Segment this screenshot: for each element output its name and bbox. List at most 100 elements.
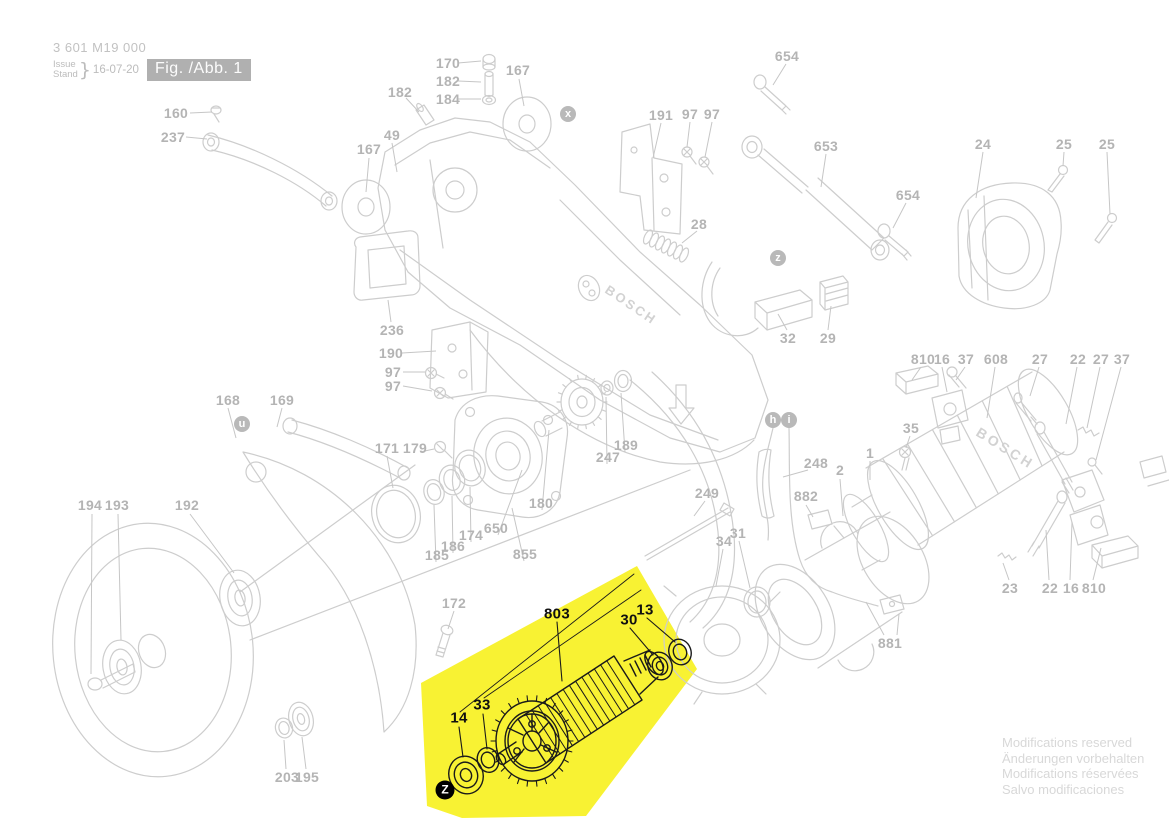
part-label-810: 810 — [1081, 580, 1107, 596]
part-label-184: 184 — [435, 91, 461, 107]
part-label-650: 650 — [483, 520, 509, 536]
part-label-186: 186 — [440, 538, 466, 554]
part-label-881: 881 — [877, 635, 903, 651]
part-label-182: 182 — [435, 73, 461, 89]
issue-stand-label: Issue Stand — [53, 59, 78, 80]
part-label-24: 24 — [974, 136, 992, 152]
part-label-35: 35 — [902, 420, 920, 436]
part-label-191: 191 — [648, 107, 674, 123]
part-label-1: 1 — [865, 445, 875, 461]
motor-assembly — [842, 368, 1079, 571]
part-label-192: 192 — [174, 497, 200, 513]
part-label-16: 16 — [933, 351, 951, 367]
saw-blade — [52, 522, 314, 778]
part-label-16: 16 — [1062, 580, 1080, 596]
view-marker-x: x — [560, 106, 576, 122]
part-label-172: 172 — [441, 595, 467, 611]
bosch-logo-arm: BOSCH — [577, 274, 660, 328]
brush-parts-left — [895, 365, 969, 471]
part-label-203: 203 — [274, 769, 300, 785]
bracket-190 — [424, 321, 489, 400]
part-label-25: 25 — [1098, 136, 1116, 152]
part-label-160: 160 — [163, 105, 189, 121]
brush-parts-right — [997, 392, 1169, 569]
part-label-193: 193 — [104, 497, 130, 513]
ring-gear-teeth — [490, 695, 574, 787]
lever-237 — [202, 105, 338, 211]
blade-guard-168 — [242, 417, 417, 733]
fasteners-170-182-184 — [415, 53, 497, 126]
part-label-236: 236 — [379, 322, 405, 338]
part-label-174: 174 — [458, 527, 484, 543]
part-label-167: 167 — [356, 141, 382, 157]
motor-cap-24 — [957, 164, 1118, 310]
part-label-30: 30 — [620, 611, 638, 629]
washer-167-left — [341, 179, 391, 235]
part-label-34: 34 — [715, 533, 733, 549]
part-label-882: 882 — [793, 488, 819, 504]
saw-arm-housing — [239, 117, 769, 641]
view-marker-Z: Z — [435, 780, 455, 800]
leader-lines — [90, 60, 1122, 770]
view-marker-h: h — [765, 412, 781, 428]
notice-line: Modifications reserved — [1002, 735, 1133, 750]
catalog-number: 3 601 M19 000 — [53, 40, 147, 55]
issue-date: 16-07-20 — [92, 64, 139, 76]
part-label-37: 37 — [957, 351, 975, 367]
mount-plate-236 — [353, 230, 421, 301]
part-label-180: 180 — [528, 495, 554, 511]
part-label-803: 803 — [544, 605, 570, 623]
part-label-97: 97 — [384, 378, 402, 394]
part-label-189: 189 — [613, 437, 639, 453]
modifications-notice: Modifications reserved Änderungen vorbeh… — [1002, 735, 1144, 797]
part-label-170: 170 — [435, 55, 461, 71]
part-label-195: 195 — [294, 769, 320, 785]
part-label-37: 37 — [1113, 351, 1131, 367]
part-label-32: 32 — [779, 330, 797, 346]
washer-167-top — [502, 96, 552, 152]
part-label-167: 167 — [505, 62, 531, 78]
part-label-608: 608 — [983, 351, 1009, 367]
stator-2 — [754, 511, 930, 672]
figure-label: Fig. /Abb. 1 — [146, 59, 251, 81]
issue-brace: } — [78, 59, 91, 81]
part-label-27: 27 — [1031, 351, 1049, 367]
part-label-97: 97 — [681, 106, 699, 122]
spring-28 — [642, 229, 690, 263]
part-label-168: 168 — [215, 392, 241, 408]
part-label-29: 29 — [819, 330, 837, 346]
part-label-49: 49 — [383, 127, 401, 143]
part-label-97: 97 — [384, 364, 402, 380]
part-label-248: 248 — [803, 455, 829, 471]
part-label-810: 810 — [910, 351, 936, 367]
notice-line: Änderungen vorbehalten — [1002, 750, 1145, 766]
part-label-653: 653 — [813, 138, 839, 154]
part-label-179: 179 — [402, 440, 428, 456]
part-label-654: 654 — [774, 48, 800, 64]
motor-fins — [881, 385, 1043, 537]
part-label-13: 13 — [636, 601, 654, 619]
wires-and-terminals — [644, 427, 905, 615]
part-label-27: 27 — [1092, 351, 1110, 367]
part-label-194: 194 — [77, 497, 103, 513]
part-label-654: 654 — [895, 187, 921, 203]
part-label-14: 14 — [450, 709, 468, 727]
bracket-191 — [619, 123, 714, 235]
gear-teeth — [556, 374, 608, 430]
part-label-23: 23 — [1001, 580, 1019, 596]
pin-172 — [435, 624, 454, 658]
part-label-237: 237 — [160, 129, 186, 145]
part-label-855: 855 — [512, 546, 538, 562]
view-marker-u: u — [234, 416, 250, 432]
view-marker-i: i — [781, 412, 797, 428]
part-label-182: 182 — [387, 84, 413, 100]
part-label-33: 33 — [473, 696, 491, 714]
title-block: 3 601 M19 000 Issue Stand } 16-07-20 Fig… — [53, 40, 251, 81]
part-label-28: 28 — [690, 216, 708, 232]
notice-line: Modifications réservées — [1002, 766, 1139, 781]
part-label-190: 190 — [378, 345, 404, 361]
notice-line: Salvo modificaciones — [1002, 781, 1125, 797]
part-label-25: 25 — [1055, 136, 1073, 152]
